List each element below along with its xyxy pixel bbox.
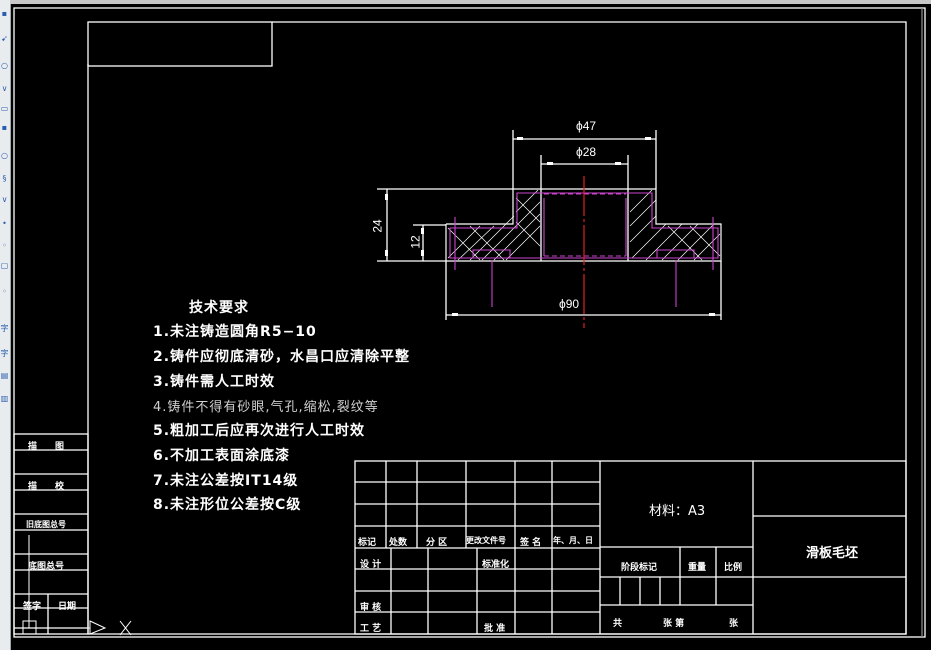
- tech-req-8: 8.未注形位公差按C级: [153, 497, 302, 513]
- tech-req-7: 7.未注公差按IT14级: [153, 473, 299, 489]
- label-standardization: 标准化: [482, 560, 510, 570]
- tech-req-1: 1.未注铸造圆角R5−10: [153, 324, 317, 340]
- line-icon[interactable]: ▪: [1, 9, 8, 18]
- dim-height-12: 12: [408, 235, 423, 249]
- window-top-border: [10, 0, 931, 4]
- tech-req-3: 3.铸件需人工时效: [153, 374, 276, 390]
- label-approve: 批 准: [484, 624, 506, 634]
- mtext-icon[interactable]: 字: [0, 324, 9, 333]
- circle-icon[interactable]: ○: [1, 61, 8, 70]
- tech-req-6: 6.不加工表面涂底漆: [153, 448, 291, 464]
- label-review: 审 核: [360, 603, 382, 613]
- attribute-icon[interactable]: ▥: [0, 394, 9, 403]
- label-sign: 签字: [23, 602, 42, 612]
- hdr-signature: 签 名: [520, 538, 542, 548]
- ellipse-icon[interactable]: ○: [1, 151, 8, 160]
- hdr-mark: 标记: [358, 538, 377, 548]
- region-icon[interactable]: ◦: [2, 241, 7, 250]
- drawing-canvas[interactable]: ϕ47 ϕ28 ϕ90 24 12 技术要求 1.未注铸造圆角R5−10 2.铸…: [11, 4, 931, 650]
- dim-height-24: 24: [370, 219, 385, 233]
- label-old-base-number: 旧底图总号: [26, 520, 66, 529]
- arc-icon[interactable]: ▪: [1, 123, 8, 132]
- top-left-box: [87, 21, 273, 67]
- outer-frame: [13, 7, 926, 638]
- tech-req-2: 2.铸件应彻底清砂，水昌口应清除平整: [153, 349, 411, 365]
- material-label: 材料：A3: [649, 504, 706, 519]
- hdr-change-doc: 更改文件号: [466, 536, 506, 545]
- label-sheets-total: 共: [613, 619, 623, 629]
- label-sheets-of: 张 第: [663, 619, 685, 629]
- dim-phi47: ϕ47: [576, 119, 597, 133]
- rectangle-icon[interactable]: ▭: [0, 104, 9, 113]
- label-stage-mark: 阶段标记: [621, 563, 658, 573]
- arrow-icon[interactable]: ➹: [1, 34, 8, 43]
- tech-requirements-title: 技术要求: [189, 300, 249, 316]
- label-trace-check: 描 校: [28, 482, 65, 492]
- label-sheets-end: 张: [729, 619, 739, 629]
- polyline-icon[interactable]: ∨: [1, 84, 8, 93]
- point-icon[interactable]: ∨: [1, 195, 8, 204]
- text-icon[interactable]: ◦: [2, 287, 7, 296]
- table-icon[interactable]: ▢: [0, 261, 9, 270]
- hatch-icon[interactable]: •: [2, 219, 7, 228]
- label-trace: 描 图: [28, 442, 65, 452]
- hdr-date: 年、月、日: [553, 536, 593, 545]
- label-base-number: 底图总号: [28, 562, 65, 572]
- label-date: 日期: [58, 602, 77, 612]
- insert-icon[interactable]: ▤: [0, 371, 9, 380]
- drawing-svg: [13, 7, 926, 638]
- dim-phi90: ϕ90: [559, 297, 580, 311]
- tech-req-5: 5.粗加工后应再次进行人工时效: [153, 423, 366, 439]
- label-scale: 比例: [724, 563, 743, 573]
- dim-phi28: ϕ28: [576, 145, 597, 159]
- hdr-zone: 分 区: [426, 538, 448, 548]
- label-process: 工 艺: [360, 624, 382, 634]
- left-toolbar: ▪ ➹ ○ ∨ ▭ ▪ ○ § ∨ • ◦ ▢ ◦ 字 字 ▤ ▥: [0, 0, 11, 650]
- label-design: 设 计: [360, 560, 382, 570]
- drawing-name: 滑板毛坯: [806, 546, 859, 561]
- block-icon[interactable]: 字: [0, 349, 9, 358]
- hdr-count: 处数: [389, 538, 408, 548]
- spline-icon[interactable]: §: [2, 174, 7, 183]
- label-weight: 重量: [688, 563, 707, 573]
- tech-req-4: 4.铸件不得有砂眼,气孔,缩松,裂纹等: [153, 400, 379, 415]
